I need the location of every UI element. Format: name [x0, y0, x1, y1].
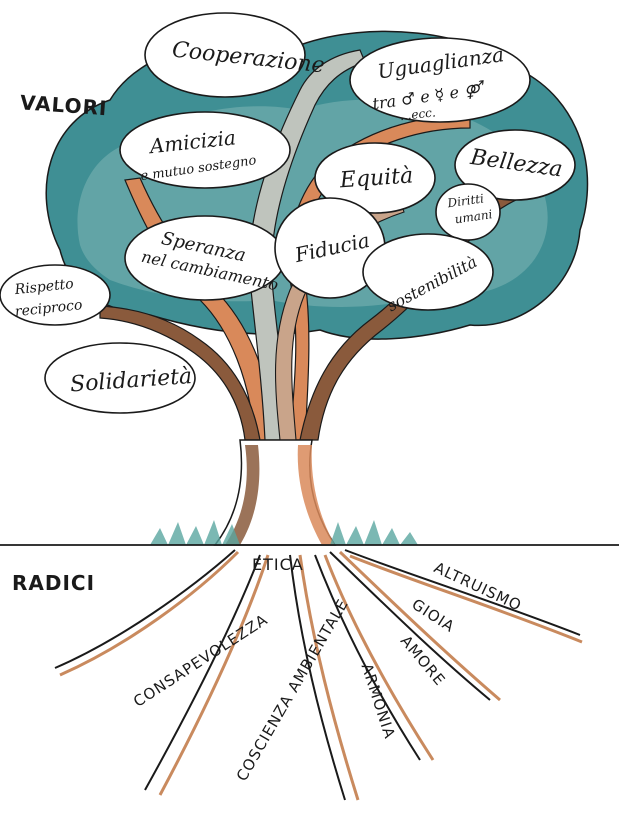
grass — [150, 520, 418, 545]
value-rispetto-line2: reciproco — [14, 297, 83, 320]
roots — [54, 549, 583, 801]
section-label-valori: VALORI — [19, 90, 108, 120]
value-uguaglianza-line3: ...ecc. — [399, 105, 436, 123]
value-equita: Equità — [338, 163, 414, 193]
bubble-amicizia — [119, 111, 291, 189]
section-label-radici: RADICI — [12, 571, 95, 595]
value-diritti-title: Diritti — [446, 191, 485, 210]
bubble-solidarieta — [44, 342, 196, 414]
root-armonia: ARMONIA — [358, 661, 399, 741]
root-etica: ETICA — [252, 555, 304, 574]
root-gioia: GIOIA — [409, 595, 459, 636]
bubble-sostenibilita — [362, 233, 494, 311]
bubble-uguaglianza — [349, 37, 531, 123]
bubble-bellezza — [454, 129, 576, 201]
value-diritti-line2: umani — [454, 207, 494, 226]
bubble-diritti — [435, 183, 501, 241]
value-bubbles — [0, 12, 576, 414]
bubble-cooperazione — [144, 12, 306, 98]
root-consapevolezza: CONSAPEVOLEZZA — [130, 610, 271, 710]
bubble-rispetto — [0, 264, 111, 326]
value-rispetto-title: Rispetto — [13, 276, 74, 298]
bubble-equita — [314, 142, 436, 214]
trunk — [213, 439, 337, 546]
